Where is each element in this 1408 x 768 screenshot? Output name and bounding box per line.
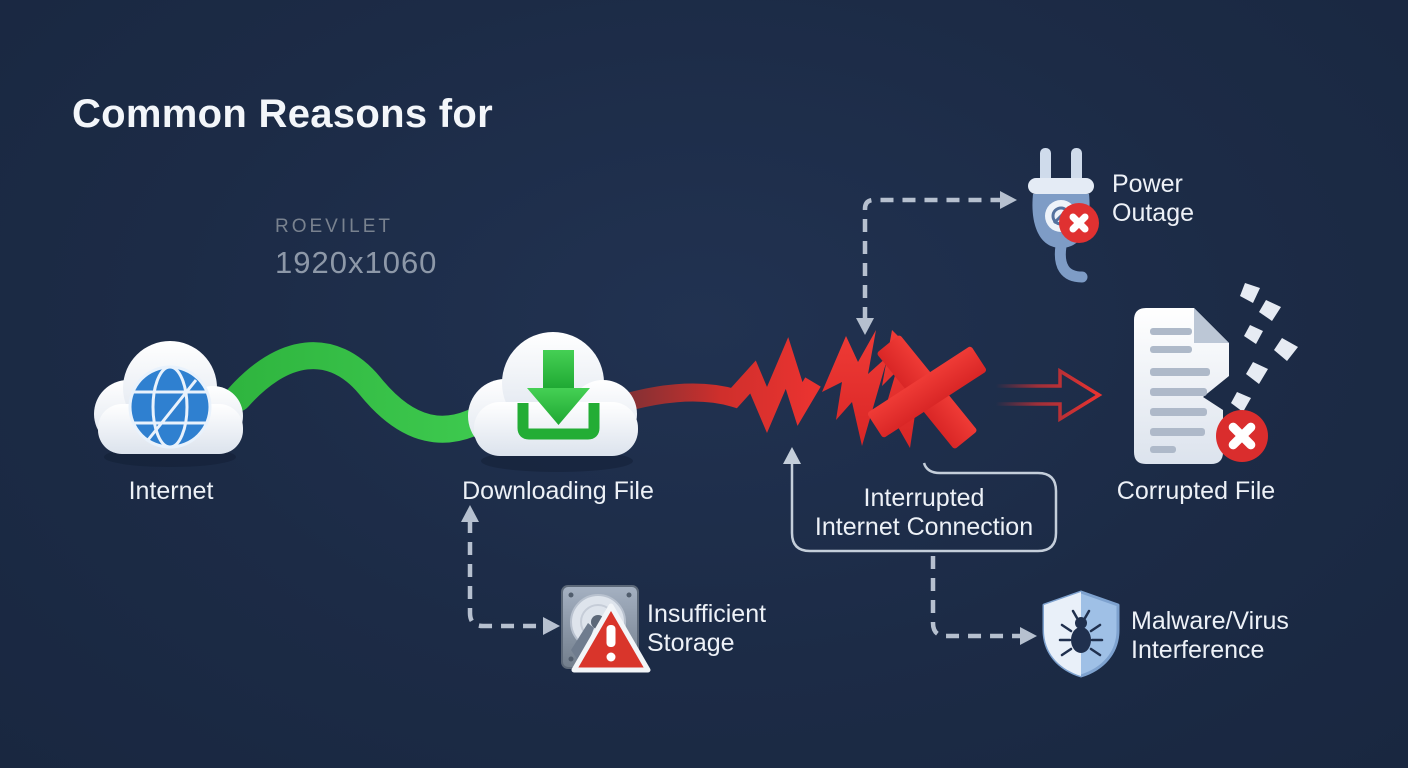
interrupted-connection-line1: Interrupted [863, 484, 985, 512]
internet-label: Internet [128, 477, 214, 505]
insufficient-storage-line2: Storage [647, 629, 735, 657]
dashed-connector-malware [930, 556, 1020, 639]
dashed-connector-malware-arrowhead [1020, 627, 1037, 645]
document-text-lines [1150, 328, 1210, 453]
cloud-download-icon [468, 332, 638, 472]
bug-icon [1058, 609, 1104, 657]
dashed-connector-power-arrowheads [856, 191, 1017, 335]
shield-bug-icon [1042, 590, 1120, 678]
error-badge-icon [1059, 203, 1099, 243]
document-fold-corner [1194, 308, 1229, 343]
downloading-file-label: Downloading File [462, 477, 654, 505]
broken-document-error-icon [1134, 283, 1298, 464]
interrupted-connection-label: Interrupted Internet Connection [815, 484, 1033, 542]
power-outage-line2: Outage [1112, 199, 1195, 227]
malware-virus-label: Malware/Virus Interference [1131, 607, 1289, 665]
cloud-globe-icon [94, 341, 243, 467]
drive-actuator-arm [571, 623, 594, 659]
dashed-connector-storage [467, 520, 543, 629]
watermark-resolution: 1920x1060 [275, 245, 438, 280]
malware-virus-line1: Malware/Virus [1131, 607, 1289, 635]
malware-virus-line2: Interference [1131, 636, 1265, 664]
interrupted-connection-line2: Internet Connection [814, 513, 1034, 541]
dashed-connector-power-outage [862, 197, 1000, 320]
page-title: Common Reasons for [72, 92, 494, 136]
power-outage-label: Power Outage [1112, 170, 1194, 228]
corrupted-file-label: Corrupted File [1116, 477, 1276, 505]
warning-triangle-icon [571, 603, 651, 673]
insufficient-storage-label: Insufficient Storage [647, 600, 766, 658]
up-arrowhead [783, 447, 801, 464]
hard-drive-warning-icon [561, 585, 651, 673]
power-outage-line1: Power [1112, 170, 1183, 198]
red-x-mark [867, 335, 987, 449]
dashed-connector-storage-arrowheads [461, 505, 560, 635]
error-badge-icon [1216, 410, 1268, 462]
document-fragments [1231, 283, 1298, 412]
green-wave-ribbon [224, 342, 514, 443]
power-plug-error-icon [1028, 148, 1099, 283]
insufficient-storage-line1: Insufficient [647, 600, 767, 628]
watermark-brand: ROEVILET [275, 216, 393, 237]
interrupted-connection-callout-box [783, 447, 1058, 553]
watermark: ROEVILET 1920x1060 [275, 216, 437, 281]
red-outline-arrow [996, 367, 1103, 423]
globe-icon [128, 365, 212, 449]
red-zigzag-ribbon [605, 337, 821, 434]
download-arrow-icon [517, 350, 600, 440]
